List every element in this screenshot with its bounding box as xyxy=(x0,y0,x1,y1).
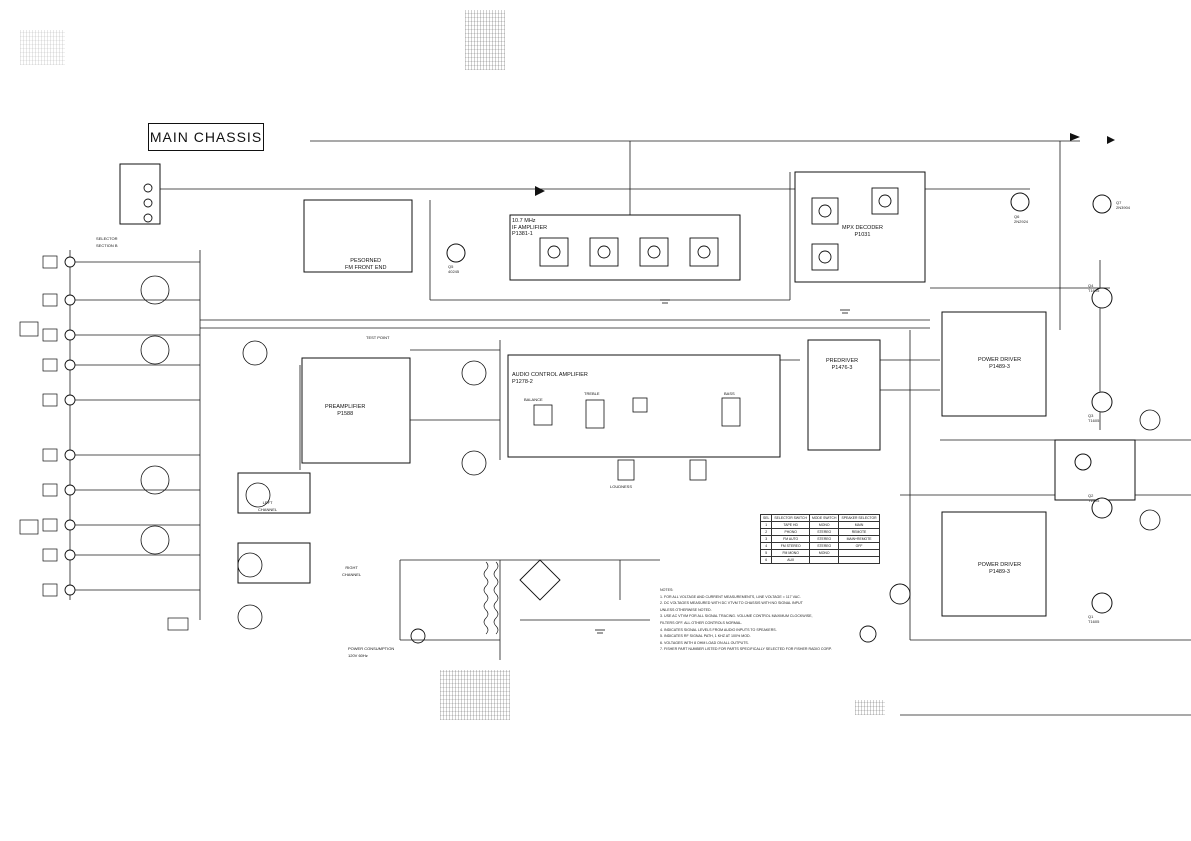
table-cell: FM AUTO xyxy=(771,535,810,543)
table-cell: STEREO xyxy=(808,542,840,550)
table-cell: OFF xyxy=(838,542,880,550)
table-cell: 4 xyxy=(759,542,773,550)
table-header-cell: MODE SWITCH xyxy=(808,514,840,522)
table-header-cell: SPEAKER SELECTOR xyxy=(838,514,880,522)
note-item: 4. INDICATES SIGNAL LEVELS FROM AUDIO IN… xyxy=(660,627,777,632)
mpx-decoder-label: MPX DECODER P1031 xyxy=(842,225,883,238)
if-amplifier-label: 10.7 MHz IF AMPLIFIER P1381-1 xyxy=(512,218,548,237)
left-channel-label: LEFT CHANNEL xyxy=(258,500,278,512)
selector-label: SELECTOR SECTION B xyxy=(96,236,118,248)
power-driver-top-label: POWER DRIVER P1489-3 xyxy=(978,357,1022,370)
table-row: 3 FM AUTO STEREO MAIN+REMOTE xyxy=(759,535,880,543)
table-cell: 2 xyxy=(759,528,773,536)
table-row: 1 TAPE HD MONO MAIN xyxy=(759,521,880,529)
table-cell xyxy=(808,556,840,564)
q4-label: Q4 T1605 xyxy=(1088,283,1100,293)
table-row: 5 FM MONO MONO xyxy=(759,549,880,557)
q1-label: Q1 T1605 xyxy=(1088,614,1100,624)
page-title: MAIN CHASSIS xyxy=(148,123,264,151)
note-item: FILTERS OFF. ALL OTHER CONTROLS NORMAL. xyxy=(660,620,743,625)
table-cell: TAPE HD xyxy=(771,521,810,529)
q2-label: Q2 T1605 xyxy=(1088,493,1100,503)
power-driver-bottom-label: POWER DRIVER P1489-3 xyxy=(978,562,1022,575)
rf-front-end-label: PESORNED FM FRONT END xyxy=(345,258,387,271)
table-cell: AUX xyxy=(771,556,810,564)
schematic-notes: NOTES: 1. FOR ALL VOLTAGE AND CURRENT ME… xyxy=(660,587,870,653)
q3-label: Q3 T1605 xyxy=(1088,413,1100,423)
q7-label: Q7 2N3904 xyxy=(1116,200,1131,210)
table-row: 4 FM STEREO STEREO OFF xyxy=(759,542,880,550)
table-header-cell: SELECTOR SWITCH xyxy=(771,514,810,522)
table-cell: FM MONO xyxy=(771,549,810,557)
table-cell: FM STEREO xyxy=(771,542,810,550)
notes-heading: NOTES: xyxy=(660,588,674,592)
q6-label: Q6 2N2924 xyxy=(1014,214,1029,224)
table-cell: PHONO xyxy=(771,528,810,536)
audio-control-label: AUDIO CONTROL AMPLIFIER P1278-2 xyxy=(512,372,588,385)
note-item: 1. FOR ALL VOLTAGE AND CURRENT MEASUREME… xyxy=(660,594,801,599)
table-cell: 5 xyxy=(759,549,773,557)
table-header-cell: SEL xyxy=(759,514,773,522)
note-item: 7. FISHER PART NUMBER LISTED FOR PARTS S… xyxy=(660,647,832,652)
scan-artifact xyxy=(20,30,65,65)
note-item: 5. INDICATES RF SIGNAL PATH, 1 KHZ AT 10… xyxy=(660,634,751,639)
table-cell: STEREO xyxy=(808,535,840,543)
scan-artifact xyxy=(855,700,885,715)
right-channel-label: RIGHT CHANNEL xyxy=(342,565,362,577)
table-header-row: SEL SELECTOR SWITCH MODE SWITCH SPEAKER … xyxy=(759,514,880,522)
table-cell: MONO xyxy=(808,521,840,529)
table-row: 6 AUX xyxy=(759,556,880,564)
table-cell: STEREO xyxy=(808,528,840,536)
balance-control-label: BALANCE xyxy=(524,397,543,402)
predriver-label: PREDRIVER P1476-3 xyxy=(826,358,859,371)
table-cell: 6 xyxy=(759,556,773,564)
scan-artifact xyxy=(465,10,505,70)
table-cell xyxy=(838,556,880,564)
table-cell: 3 xyxy=(759,535,773,543)
loudness-switch-label: LOUDNESS xyxy=(610,484,633,489)
note-item: 3. USE AC VTVM FOR ALL SIGNAL TRACING. V… xyxy=(660,614,813,619)
bass-control-label: BASS xyxy=(724,391,735,396)
note-item: 6. VOLTAGES WITH 8 OHM LOAD ON ALL OUTPU… xyxy=(660,640,749,645)
table-cell: REMOTE xyxy=(838,528,880,536)
note-item: UNLESS OTHERWISE NOTED. xyxy=(660,607,712,612)
scan-artifact xyxy=(440,670,510,720)
table-cell: MAIN xyxy=(838,521,880,529)
preamplifier-label: PREAMPLIFIER P1588 xyxy=(325,404,366,417)
switch-positions-table: SEL SELECTOR SWITCH MODE SWITCH SPEAKER … xyxy=(759,514,880,564)
table-cell: MAIN+REMOTE xyxy=(838,535,880,543)
treble-control-label: TREBLE xyxy=(584,391,600,396)
test-point-label: TEST POINT xyxy=(366,335,390,340)
table-cell: MONO xyxy=(808,549,840,557)
power-consumption-label: POWER CONSUMPTION 120V 60Hz xyxy=(348,646,395,658)
note-item: 2. DC VOLTAGES MEASURED WITH DC VTVM TO … xyxy=(660,601,803,606)
q5-label: Q5 40245 xyxy=(448,264,460,274)
table-row: 2 PHONO STEREO REMOTE xyxy=(759,528,880,536)
table-cell: 1 xyxy=(759,521,773,529)
table-cell xyxy=(838,549,880,557)
